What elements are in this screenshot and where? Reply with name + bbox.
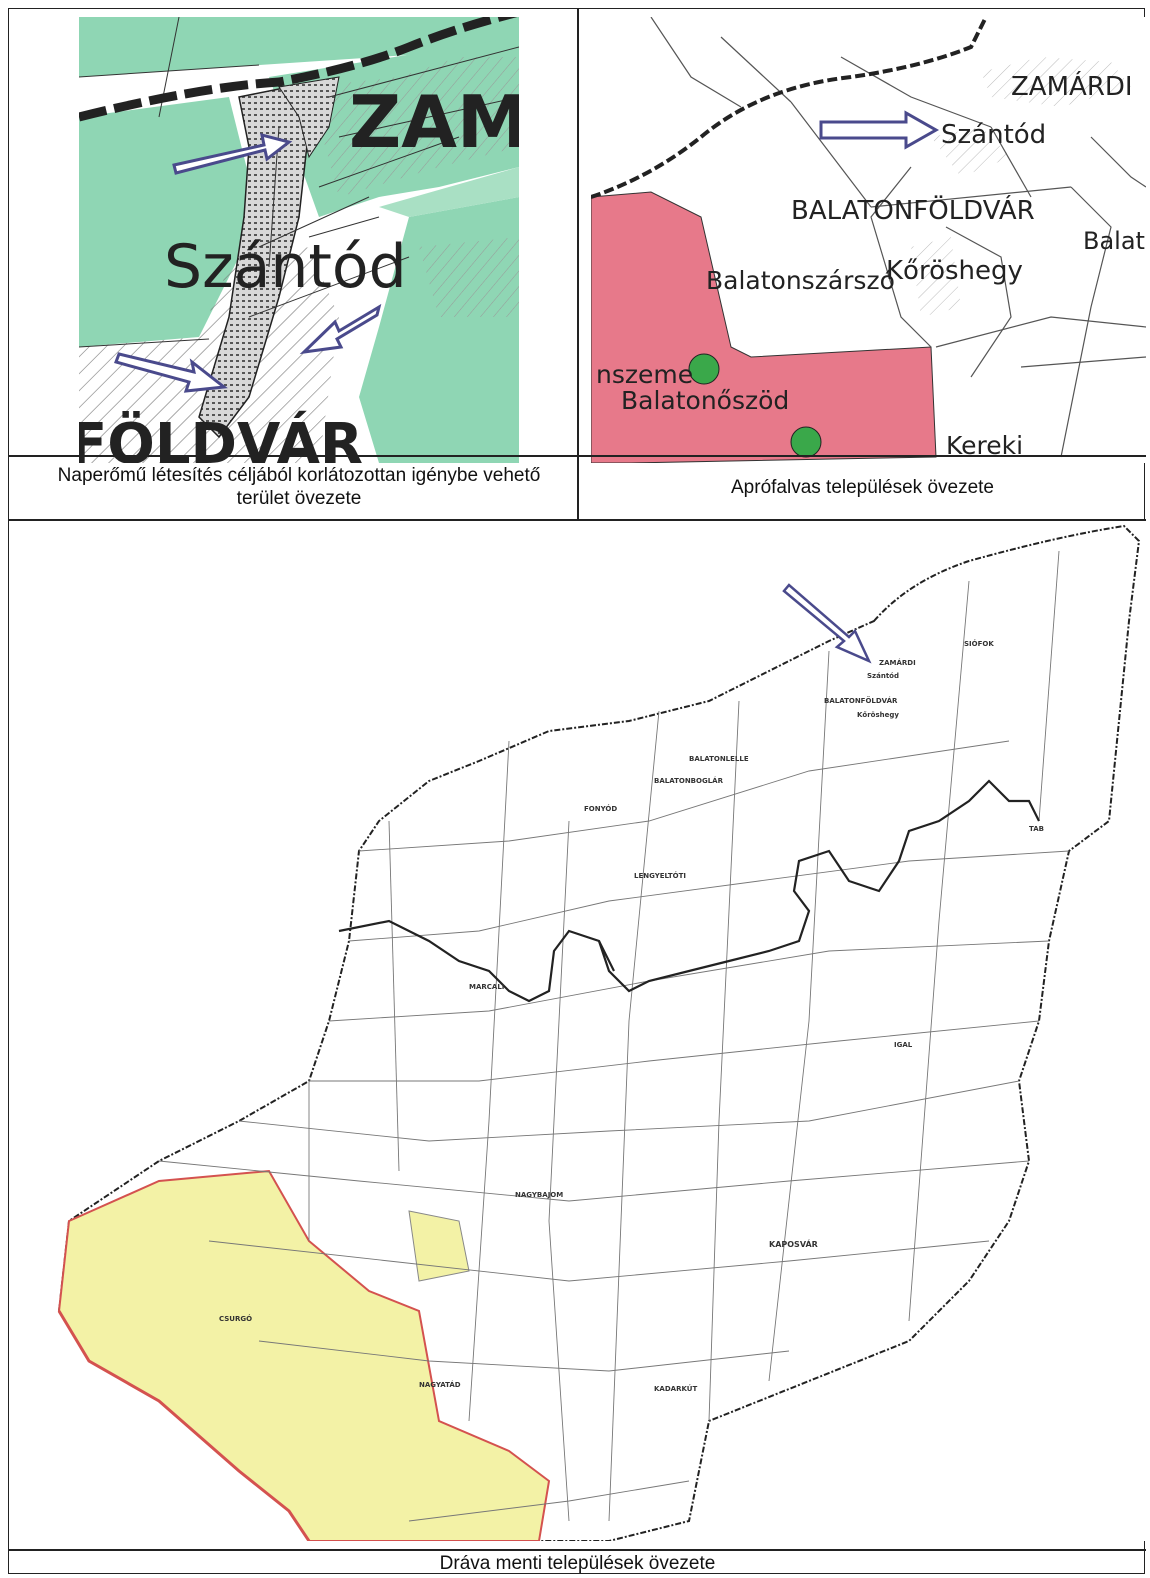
small-village-svg: ZAMÁRDI Szántód BALATONFÖLDVÁR Balat Kőr…: [591, 17, 1146, 463]
map-label-igal: IGAL: [894, 1041, 913, 1049]
small-village-zone-area: [591, 191, 937, 463]
map-label-koroshegy: Kőröshegy: [857, 710, 899, 719]
map-label-marcali: MARCALI: [469, 983, 504, 991]
arrow-icon: [819, 110, 940, 150]
arrow-icon: [782, 583, 872, 664]
arrow-icon: [299, 303, 382, 355]
map-label-kaposvar: KAPOSVÁR: [769, 1238, 818, 1249]
panel-drava-zone-map: ZAMÁRDI Szántód SIÓFOK BALATONFÖLDVÁR Kő…: [9, 521, 1145, 1541]
cell-divider: [577, 9, 579, 521]
map-label-zamardi: ZAMÁRDI: [879, 658, 916, 667]
caption-drava-zone: Dráva menti települések övezete: [439, 1553, 716, 1574]
map-label-koroshegy: Kőröshegy: [886, 256, 1023, 286]
arrow-icon: [172, 132, 293, 175]
caption-solar-zone: Naperőmű létesítés céljából korlátozotta…: [57, 465, 541, 509]
map-label-szantod: Szántód: [941, 120, 1046, 150]
solar-zone-svg: ZAMA Szántód FÖLDVÁR: [79, 17, 519, 463]
caption-small-village-zone: Aprófalvas települések övezete: [731, 477, 994, 498]
solar-zone-area: [379, 167, 519, 217]
panel-solar-zone-map: ZAMA Szántód FÖLDVÁR: [79, 17, 519, 463]
map-label-nagyatad: NAGYATÁD: [419, 1380, 461, 1389]
drava-border: [57, 1310, 311, 1541]
map-label-nagybajom: NAGYBAJOM: [515, 1191, 563, 1199]
map-label-balatonfoldvar: BALATONFÖLDVÁR: [824, 696, 898, 705]
map-label-siofok: SIÓFOK: [964, 639, 994, 648]
map-label-balatonlelle: BALATONLELLE: [689, 755, 749, 763]
solar-zone-area: [79, 17, 519, 77]
cell-divider: [9, 455, 1146, 457]
map-figure: ZAMA Szántód FÖLDVÁR: [8, 8, 1146, 1574]
lake-shore-line: [79, 17, 518, 122]
map-label-balatonoszod: Balatonőszöd: [621, 386, 789, 415]
settlement-point-icon: [790, 426, 822, 458]
map-label-foldvar: FÖLDVÁR: [79, 412, 363, 463]
cell-divider: [9, 1549, 1146, 1551]
drava-zone-svg: ZAMÁRDI Szántód SIÓFOK BALATONFÖLDVÁR Kő…: [9, 521, 1145, 1541]
map-label-balatonboglar: BALATONBOGLÁR: [654, 776, 724, 785]
map-label-lengyeltoti: LENGYELTÓTI: [634, 871, 686, 880]
lake-shore-line: [591, 17, 988, 199]
map-label-kadarkut: KADARKÚT: [654, 1384, 697, 1393]
map-label-nszeme: nszeme: [596, 360, 693, 389]
map-label-szantod: Szántód: [164, 232, 407, 302]
map-label-balat: Balat: [1083, 227, 1145, 255]
settlement-point-icon: [688, 353, 720, 385]
arrow-icon: [114, 352, 228, 393]
map-label-balatonszarszo: Balatonszárszó: [706, 266, 895, 295]
map-label-balatonfoldvar: BALATONFÖLDVÁR: [791, 194, 1035, 226]
map-label-fonyod: FONYÓD: [584, 804, 617, 813]
map-label-zamardi: ZAMÁRDI: [1011, 70, 1133, 102]
map-label-szantod: Szántód: [867, 672, 899, 680]
map-label-csurgo: CSURGÓ: [219, 1314, 252, 1323]
map-label-tab: TAB: [1029, 825, 1044, 833]
cell-divider: [9, 519, 1146, 521]
map-label-zama: ZAMA: [349, 80, 519, 164]
panel-small-village-map: ZAMÁRDI Szántód BALATONFÖLDVÁR Balat Kőr…: [591, 17, 1146, 463]
